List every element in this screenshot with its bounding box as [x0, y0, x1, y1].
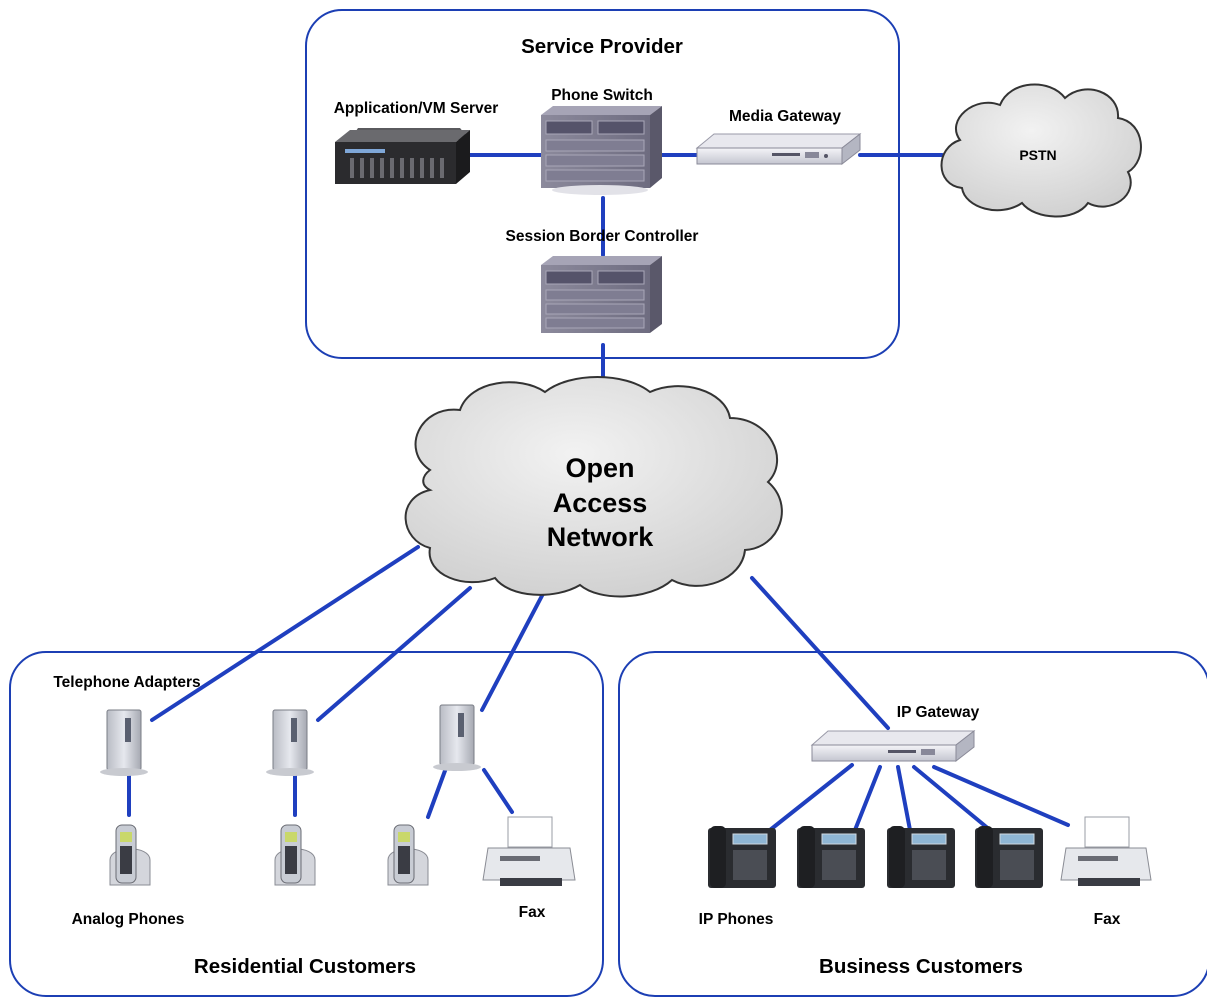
residential-fax-label: Fax — [519, 904, 546, 921]
service-provider-title: Service Provider — [521, 35, 683, 58]
analog-phone-1 — [109, 824, 151, 886]
open-access-network-line3: Network — [547, 522, 655, 552]
phone-switch-label: Phone Switch — [551, 87, 653, 104]
analog-phone-2 — [274, 824, 316, 886]
session-border-controller — [541, 256, 662, 333]
analog-phone-3 — [387, 824, 429, 886]
business-fax-label: Fax — [1094, 911, 1121, 928]
business-title: Business Customers — [819, 955, 1023, 978]
pstn-cloud — [940, 83, 1142, 218]
app-server-label: Application/VM Server — [334, 100, 499, 117]
ip-phone-4 — [975, 826, 1043, 888]
open-access-network-cloud — [404, 376, 783, 598]
ip-gateway — [810, 729, 976, 763]
ip-phones-label: IP Phones — [699, 911, 774, 928]
business-fax — [1060, 816, 1152, 886]
telephone-adapter-1 — [100, 709, 148, 776]
telephone-adapter-2 — [266, 709, 314, 776]
residential-title: Residential Customers — [194, 955, 416, 978]
sbc-label: Session Border Controller — [506, 228, 699, 245]
ip-phone-1 — [708, 826, 776, 888]
ip-phone-3 — [887, 826, 955, 888]
open-access-network-line1: Open — [565, 453, 634, 483]
network-links — [127, 153, 1070, 832]
business-frame — [618, 651, 1207, 997]
pstn-label: PSTN — [1019, 147, 1056, 163]
residential-fax — [482, 816, 576, 886]
analog-phones-label: Analog Phones — [72, 911, 185, 928]
application-vm-server — [335, 128, 470, 184]
open-access-network-line2: Access — [553, 488, 648, 518]
media-gateway-label: Media Gateway — [729, 108, 841, 125]
phone-switch — [541, 106, 662, 195]
telephone-adapters-label: Telephone Adapters — [53, 674, 200, 691]
ip-phone-2 — [797, 826, 865, 888]
residential-frame — [9, 651, 604, 997]
media-gateway — [695, 132, 862, 166]
ip-gateway-label: IP Gateway — [897, 704, 980, 721]
telephone-adapter-3 — [433, 704, 481, 771]
